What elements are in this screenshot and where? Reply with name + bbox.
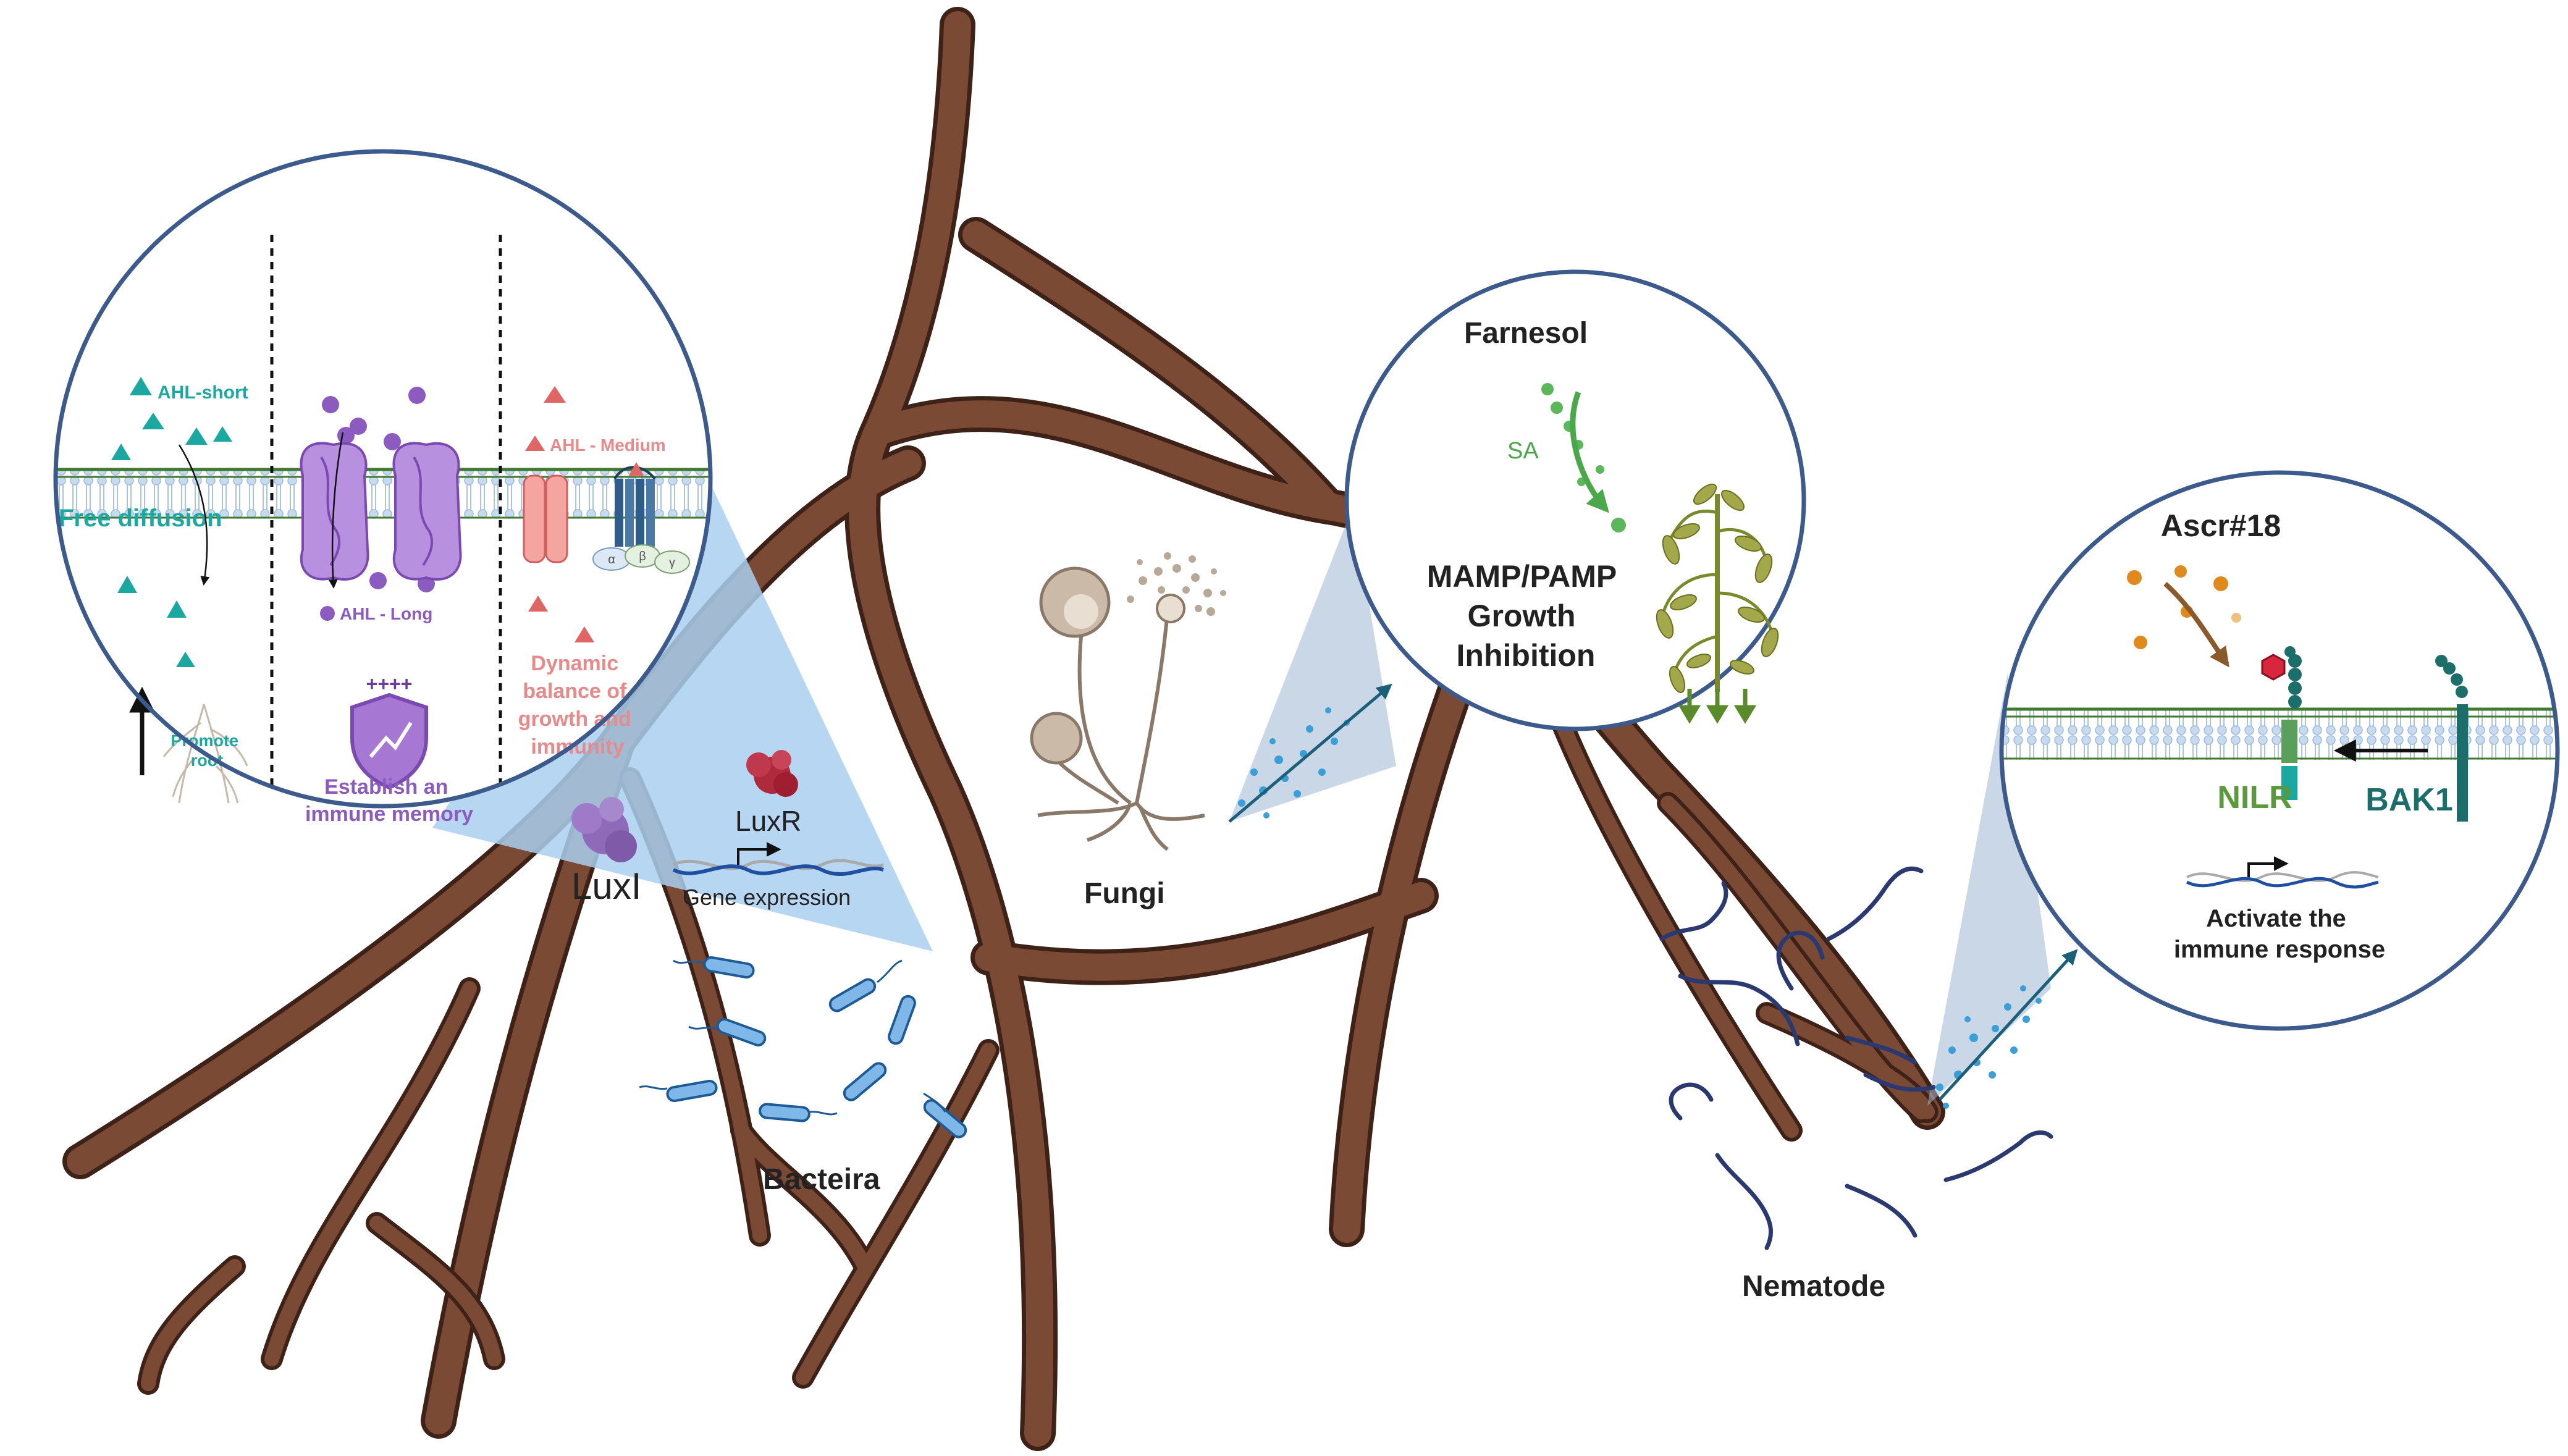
nematode-dna-icon xyxy=(2186,856,2379,889)
nilr-label: NILR xyxy=(2217,780,2292,815)
nematode-signal-particles xyxy=(1936,985,2042,1109)
subunit-beta: β xyxy=(639,550,646,563)
mamp-line-2: Growth xyxy=(1468,599,1576,633)
immune-memory-line-1: Establish an xyxy=(324,775,448,799)
dynamic-balance-line-1: Dynamic xyxy=(531,652,618,675)
ahl-medium-molecule-top xyxy=(544,386,566,403)
fungus-illustration xyxy=(1037,611,1205,851)
plus-signs: ++++ xyxy=(366,673,413,695)
nematode-panel-border xyxy=(1999,470,2560,1031)
fungi-region: Fungi xyxy=(1030,552,1392,910)
luxr-protein-icon xyxy=(746,750,798,797)
bak1-receptor xyxy=(2435,655,2468,822)
ahl-medium-label: AHL - Medium xyxy=(550,436,666,455)
dna-gene-icon xyxy=(672,842,884,877)
subunit-gamma: γ xyxy=(669,556,675,570)
ahl-long-uptake-arrow xyxy=(328,432,344,589)
nematode-panel: Ascr#18 NILR BAK1 xyxy=(1999,470,2560,1031)
ascr-label: Ascr#18 xyxy=(2161,508,2281,543)
g-protein-coupled-receptor xyxy=(613,462,656,547)
sporangium-2 xyxy=(1030,712,1083,765)
bacteria-panel: AHL-short Free diffusion Promote root xyxy=(53,149,713,826)
gene-expression-label: Gene expression xyxy=(683,885,851,910)
mamp-line-3: Inhibition xyxy=(1457,638,1596,673)
activate-line-1: Activate the xyxy=(2206,905,2346,932)
ahl-short-molecules xyxy=(111,413,232,667)
sa-label: SA xyxy=(1507,438,1539,464)
bak1-label: BAK1 xyxy=(2365,782,2453,818)
promote-root-line-1: Promote xyxy=(170,731,238,750)
transporter-protein-right xyxy=(392,442,462,581)
spore-cloud xyxy=(1127,552,1226,616)
ahl-medium-triangle xyxy=(525,436,545,451)
bacteria-flagella xyxy=(639,959,946,1116)
diffusion-arrow xyxy=(178,444,210,586)
activate-line-2: immune response xyxy=(2174,936,2385,963)
bacteria-zoom-cone xyxy=(432,445,933,951)
ahl-long-legend-dot xyxy=(320,606,335,621)
dynamic-balance-line-2: balance of xyxy=(523,680,627,703)
nematode-signal-arrow xyxy=(1939,949,2078,1101)
ahl-medium-molecule-2 xyxy=(575,626,594,642)
ahl-medium-molecule-1 xyxy=(528,595,548,612)
subunit-alpha: α xyxy=(608,553,615,566)
ascaroside-molecules xyxy=(2127,565,2241,649)
nematode-region xyxy=(1659,866,2053,1250)
luxi-label: LuxI xyxy=(571,865,641,907)
mamp-label: MAMP/PAMP Growth Inhibition xyxy=(1427,559,1625,673)
luxi-protein-icon xyxy=(571,797,637,862)
growth-down-arrows xyxy=(1678,689,1757,724)
sa-arrow xyxy=(1570,391,1609,513)
dynamic-balance-line-4: immunity xyxy=(531,735,624,759)
bacteria-panel-border xyxy=(53,149,713,809)
free-diffusion-label: Free diffusion xyxy=(59,505,222,532)
g-protein-subunits: α β γ xyxy=(592,544,690,574)
ahl-short-label: AHL-short xyxy=(158,382,248,403)
fungi-signal-arrow xyxy=(1228,683,1392,823)
mamp-line-1: MAMP/PAMP xyxy=(1427,559,1617,594)
luxr-label: LuxR xyxy=(735,805,801,837)
ascr-ligand-hexagon xyxy=(2261,654,2286,681)
fungi-label: Fungi xyxy=(1084,877,1165,910)
bacteria-region: LuxI LuxR Gene expression xyxy=(571,750,967,1196)
ahl-long-label: AHL - Long xyxy=(340,604,432,623)
activate-label: Activate the immune response xyxy=(2174,905,2385,963)
ascr-binding-arrow xyxy=(2163,582,2229,668)
wilting-plant-icon xyxy=(1656,483,1779,693)
fungi-panel: Farnesol SA MAMP/PAMP Growth Inhibition xyxy=(1344,269,1806,731)
nilr-receptor xyxy=(2281,646,2302,800)
sporangium-3 xyxy=(1156,594,1185,623)
receptor-protein xyxy=(523,474,568,563)
farnesol-label: Farnesol xyxy=(1464,317,1588,350)
bacteria-label: Bacteira xyxy=(763,1163,880,1196)
nematode-label: Nematode xyxy=(1742,1270,1885,1303)
immune-shield-icon xyxy=(350,692,428,790)
bacteria-cells xyxy=(666,956,967,1138)
ahl-short-triangle xyxy=(130,377,152,395)
transporter-protein-left xyxy=(300,442,369,581)
sporangium-1-inner xyxy=(1064,594,1098,629)
